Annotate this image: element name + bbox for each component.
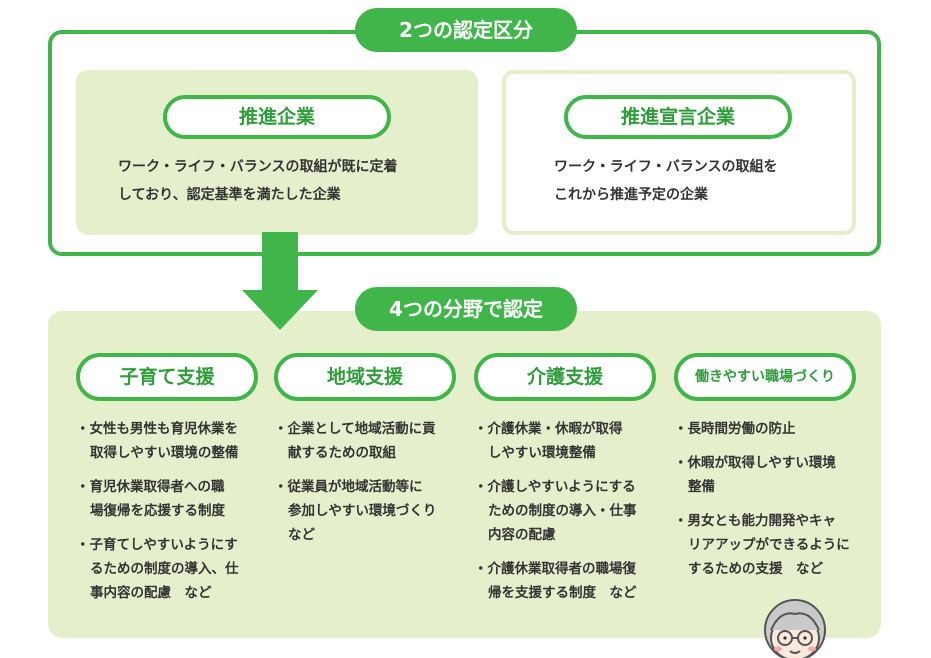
fields-header: 4つの分野で認定: [355, 287, 577, 331]
field-title-childcare: 子育て支援: [76, 353, 258, 401]
category-desc-promote: ワーク・ライフ・バランスの取組が既に定着 しており、認定基準を満たした企業: [118, 159, 398, 203]
field-title-workplace: 働きやすい職場づくり: [674, 353, 856, 401]
list-item: 子育てしやすいようにす るための制度の導入、仕 事内容の配慮 など: [76, 533, 266, 605]
list-item: 従業員が地域活動等に 参加しやすい環境づくり など: [274, 475, 464, 547]
category-card-declare: 推進宣言企業 ワーク・ライフ・バランスの取組を これから推進予定の企業: [502, 70, 856, 235]
categories-header: 2つの認定区分: [355, 8, 577, 52]
field-title-nursing-care: 介護支援: [474, 353, 656, 401]
list-item: 介護休業・休暇が取得 しやすい環境整備: [474, 417, 664, 465]
category-title-declare: 推進宣言企業: [564, 95, 792, 139]
list-item: 女性も男性も育児休業を 取得しやすい環境の整備: [76, 417, 266, 465]
down-arrow-icon: [242, 232, 318, 330]
list-item: 長時間労働の防止: [674, 417, 864, 441]
field-childcare: 子育て支援 女性も男性も育児休業を 取得しやすい環境の整備 育児休業取得者への職…: [76, 353, 266, 615]
person-with-glasses-icon: [764, 599, 826, 658]
list-item: 介護休業取得者の職場復 帰を支援する制度 など: [474, 557, 664, 605]
field-title-community: 地域支援: [274, 353, 456, 401]
field-nursing-care: 介護支援 介護休業・休暇が取得 しやすい環境整備 介護しやすいようにする ための…: [474, 353, 664, 615]
field-workplace: 働きやすい職場づくり 長時間労働の防止 休暇が取得しやすい環境 整備 男女とも能…: [674, 353, 864, 591]
list-item: 企業として地域活動に貢 献するための取組: [274, 417, 464, 465]
list-item: 育児休業取得者への職 場復帰を応援する制度: [76, 475, 266, 523]
list-item: 休暇が取得しやすい環境 整備: [674, 451, 864, 499]
list-item: 男女とも能力開発やキャ リアアップができるように するための支援 など: [674, 509, 864, 581]
category-title-promote: 推進企業: [163, 95, 391, 139]
list-item: 介護しやすいようにする ための制度の導入・仕事 内容の配慮: [474, 475, 664, 547]
category-card-promote: 推進企業 ワーク・ライフ・バランスの取組が既に定着 しており、認定基準を満たした…: [76, 70, 478, 235]
category-desc-declare: ワーク・ライフ・バランスの取組を これから推進予定の企業: [554, 159, 778, 203]
field-community: 地域支援 企業として地域活動に貢 献するための取組 従業員が地域活動等に 参加し…: [274, 353, 464, 557]
